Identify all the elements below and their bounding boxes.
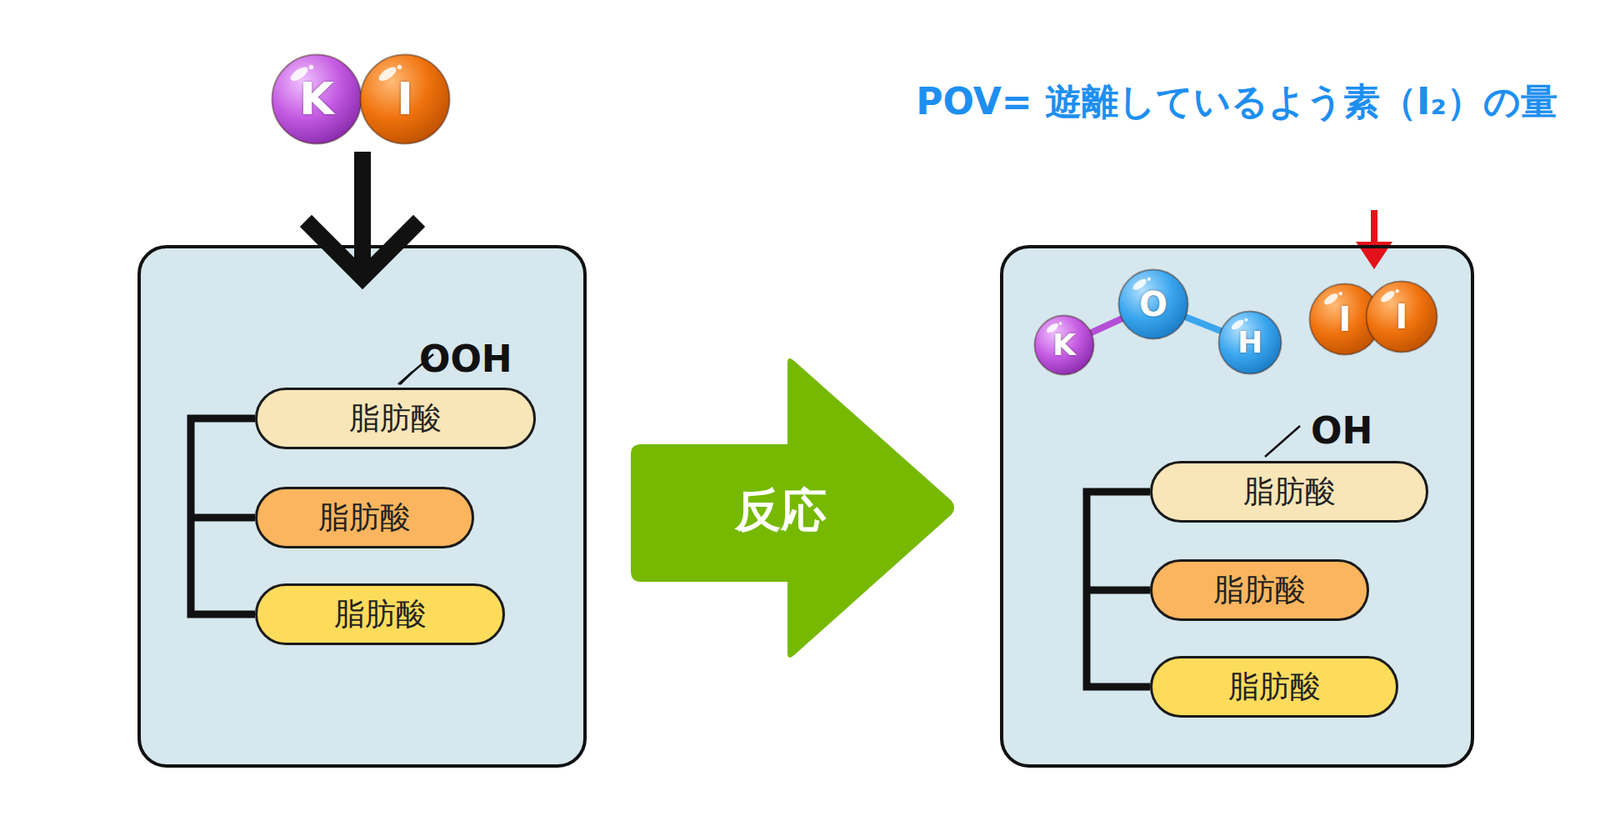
sphere-highlight: [1379, 289, 1397, 305]
group-label-holder: OOH: [419, 339, 513, 380]
atom-symbol: I: [1395, 300, 1409, 334]
fatty-acid-pill: OOH脂肪酸: [255, 387, 536, 450]
atom-sphere: K: [270, 53, 363, 145]
atom-symbol: I: [396, 76, 414, 122]
sphere-body: [1219, 311, 1282, 375]
sphere-highlight: [1395, 289, 1400, 293]
box-ground: [1000, 245, 1475, 768]
sphere-highlight: [1059, 321, 1063, 325]
atom-symbol: I: [1339, 302, 1352, 336]
bond-line: [1089, 317, 1125, 334]
fatty-acid-pill: OH脂肪酸: [1150, 460, 1429, 523]
functional-group-label: OH: [1310, 410, 1373, 451]
fatty-acid-pill: 脂肪酸: [1150, 655, 1399, 718]
fatty-acid-label: 脂肪酸: [1213, 573, 1306, 608]
sphere-body: [1119, 270, 1189, 340]
fatty-acid-label: 脂肪酸: [318, 500, 411, 535]
fatty-acid-label: 脂肪酸: [349, 401, 442, 436]
glycerol-bracket: [1086, 491, 1150, 687]
fatty-acid-label: 脂肪酸: [1228, 670, 1321, 705]
sphere-highlight: [376, 64, 399, 84]
sphere-body: [360, 55, 450, 145]
container-box: OOH脂肪酸脂肪酸脂肪酸: [137, 245, 587, 768]
callout-title: POV= 遊離しているよう素（I₂）の量: [903, 66, 1570, 137]
leader-line: [1265, 425, 1300, 457]
arrow-label-holder: 反応: [680, 476, 881, 544]
fatty-acid-label: 脂肪酸: [1243, 475, 1336, 510]
sphere-body: [1366, 281, 1438, 353]
glycerol-bracket: [190, 418, 255, 615]
atom-symbol: O: [1139, 287, 1168, 321]
reaction-arrow: 反応: [630, 355, 958, 661]
atom-symbol: K: [299, 76, 335, 122]
sphere-body: [1035, 315, 1095, 375]
functional-group-label: OOH: [419, 339, 513, 380]
box-ground: [137, 245, 587, 768]
atom-sphere: O: [1117, 268, 1190, 340]
fatty-acid-label: 脂肪酸: [334, 597, 427, 632]
fatty-acid-pill: 脂肪酸: [255, 583, 505, 645]
arrow-label: 反応: [735, 487, 827, 534]
atom-sphere: K: [1033, 314, 1095, 376]
sphere-highlight: [309, 65, 315, 70]
sphere-highlight: [1322, 291, 1340, 307]
bond-line: [1183, 315, 1223, 332]
group-label-holder: OH: [1310, 410, 1373, 451]
sphere-highlight: [397, 65, 403, 70]
sphere-highlight: [1244, 318, 1248, 322]
atom-symbol: H: [1237, 327, 1263, 358]
fatty-acid-pill: 脂肪酸: [255, 486, 475, 549]
fatty-acid-pill: 脂肪酸: [1150, 559, 1370, 621]
atom-symbol: K: [1052, 330, 1076, 360]
arrow-body: [630, 358, 955, 658]
sphere-highlight: [1147, 277, 1151, 281]
container-box: KOHIIOH脂肪酸脂肪酸脂肪酸: [1000, 245, 1475, 768]
atom-sphere: I: [1365, 280, 1439, 354]
atom-sphere: I: [359, 53, 451, 145]
input-arrow: [354, 151, 371, 269]
sphere-body: [272, 55, 362, 145]
sphere-highlight: [1339, 291, 1343, 295]
atom-sphere: H: [1217, 310, 1283, 375]
input-arrow-head: [311, 226, 414, 278]
